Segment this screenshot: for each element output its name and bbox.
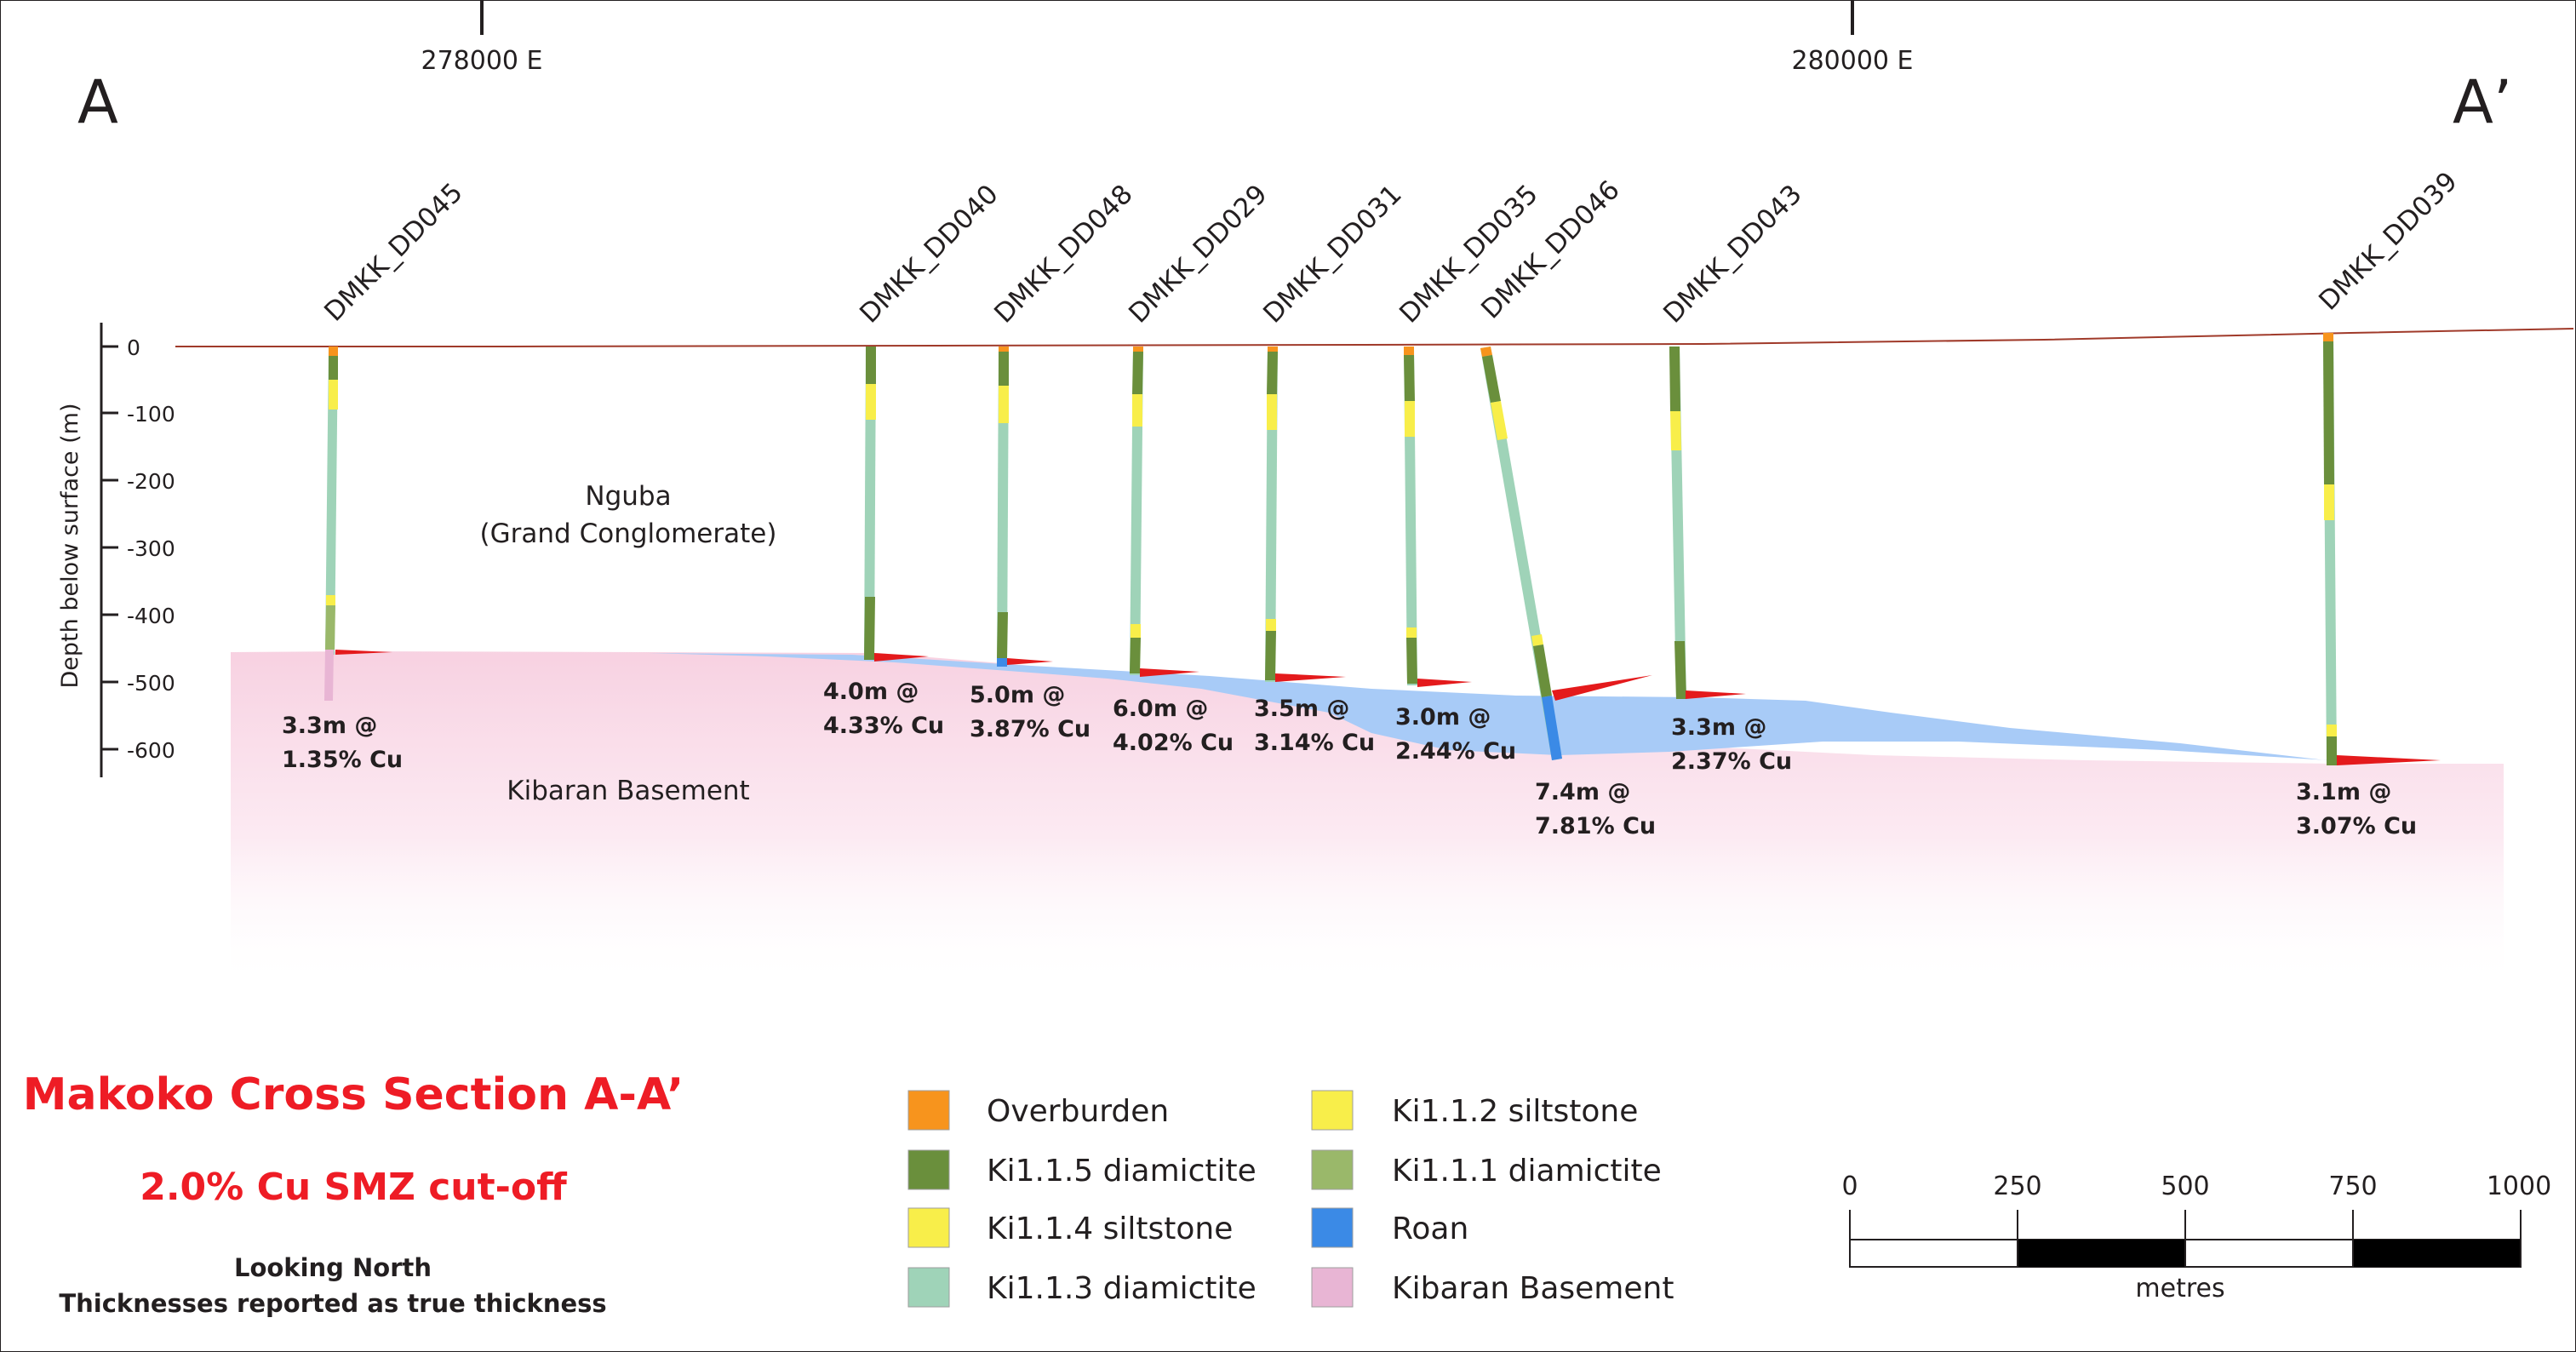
depth-tick-label: -400 [127,604,175,628]
kibaran-basement-fill [231,651,2504,988]
intercept-thickness-dd029: 6.0m @ [1113,696,1208,722]
hole-label-dd029: DMKK_DD029 [1123,179,1274,329]
hole-label-dd046: DMKK_DD046 [1475,175,1626,325]
drillhole-dd040 [864,347,929,662]
intercept-thickness-dd045: 3.3m @ [282,713,377,739]
nguba-label: Nguba [585,481,671,512]
intercept-thickness-dd040: 4.0m @ [823,679,919,705]
legend-label-kibaran: Kibaran Basement [1392,1271,1674,1306]
hole-label-dd045: DMKK_DD045 [318,177,469,328]
intercept-thickness-dd048: 5.0m @ [970,682,1065,708]
figure-subtitle: 2.0% Cu SMZ cut-off [140,1166,568,1209]
drillhole-dd048 [997,347,1053,667]
intercept-grade-dd040: 4.33% Cu [823,713,944,739]
intercept-grade-dd045: 1.35% Cu [282,747,403,773]
hole-label-dd040: DMKK_DD040 [854,179,1005,329]
legend-label-ki113: Ki1.1.3 diamictite [987,1271,1257,1306]
intercept-grade-dd029: 4.02% Cu [1113,730,1234,756]
scale-bar: 0 250 500 750 1000 metres [1841,1172,2551,1303]
legend-swatch-roan [1311,1207,1354,1248]
drillhole-dd039 [2323,333,2441,765]
legend-swatch-ki111 [1311,1149,1354,1190]
hole-label-dd039: DMKK_DD039 [2313,166,2464,317]
legend-swatch-ki113 [907,1267,950,1308]
hole-label-dd048: DMKK_DD048 [988,179,1139,329]
figure-title: Makoko Cross Section A-A’ [23,1069,684,1120]
intercept-thickness-dd031: 3.5m @ [1254,696,1349,722]
mineralised-zone-fill [648,653,2384,764]
intercept-grade-dd031: 3.14% Cu [1254,730,1375,756]
legend-swatch-ki114 [907,1207,950,1248]
depth-axis-label: Depth below surface (m) [57,404,83,689]
drillhole-dd043 [1669,347,1746,699]
thickness-note: Thicknesses reported as true thickness [59,1289,606,1318]
orientation-note: Looking North [234,1253,432,1282]
legend-swatch-ki112 [1311,1090,1354,1131]
depth-tick-label: 0 [127,335,140,360]
topographic-surface-line [175,328,2574,347]
easting-label-280000: 280000 E [1791,46,1913,76]
scale-tick-label: 0 [1841,1172,1858,1201]
intercept-thickness-dd039: 3.1m @ [2296,779,2391,805]
hole-label-dd043: DMKK_DD043 [1657,179,1808,329]
depth-tick-label: -500 [127,671,175,696]
legend-label-ki111: Ki1.1.1 diamictite [1392,1154,1662,1189]
easting-label-278000: 278000 E [421,46,542,76]
depth-tick-label: -300 [127,536,175,561]
scale-tick-label: 250 [1993,1172,2041,1201]
intercept-thickness-dd043: 3.3m @ [1671,714,1766,741]
hole-label-dd031: DMKK_DD031 [1257,179,1408,329]
intercept-grade-dd048: 3.87% Cu [970,716,1091,742]
legend-label-ki114: Ki1.1.4 siltstone [987,1212,1233,1246]
scale-tick-label: 500 [2161,1172,2209,1201]
drillhole-dd046 [1480,347,1652,760]
intercept-grade-dd039: 3.07% Cu [2296,813,2417,839]
intercept-grade-dd035: 2.44% Cu [1395,738,1516,765]
depth-tick-label: -600 [127,738,175,763]
drillhole-dd029 [1130,347,1199,677]
hole-label-dd035: DMKK_DD035 [1394,179,1544,329]
legend: Overburden Ki1.1.5 diamictite Ki1.1.4 si… [907,1090,1674,1308]
kibaran-basement-label: Kibaran Basement [507,776,749,806]
drillhole-dd035 [1404,347,1472,687]
legend-label-overburden: Overburden [987,1094,1169,1129]
depth-tick-label: -100 [127,402,175,427]
intercept-grade-dd043: 2.37% Cu [1671,748,1792,775]
intercept-grade-dd046: 7.81% Cu [1535,813,1656,839]
legend-label-ki112: Ki1.1.2 siltstone [1392,1094,1638,1129]
intercept-thickness-dd046: 7.4m @ [1535,779,1630,805]
legend-swatch-kibaran [1311,1267,1354,1308]
scale-unit-label: metres [2135,1274,2224,1303]
intercept-thickness-dd035: 3.0m @ [1395,704,1491,730]
depth-tick-label: -200 [127,469,175,494]
legend-swatch-ki115 [907,1149,950,1190]
section-end-label: A’ [2453,67,2512,137]
legend-label-roan: Roan [1392,1212,1468,1246]
grand-conglomerate-label: (Grand Conglomerate) [480,518,777,549]
scale-tick-label: 1000 [2487,1172,2551,1201]
scale-tick-label: 750 [2328,1172,2377,1201]
section-start-label: A [77,67,118,137]
depth-axis: 0 -100 -200 -300 -400 -500 -600 Depth be… [57,323,175,777]
legend-swatch-overburden [907,1090,950,1131]
legend-label-ki115: Ki1.1.5 diamictite [987,1154,1257,1189]
drillhole-dd045 [324,347,392,701]
drillhole-dd031 [1265,347,1346,682]
